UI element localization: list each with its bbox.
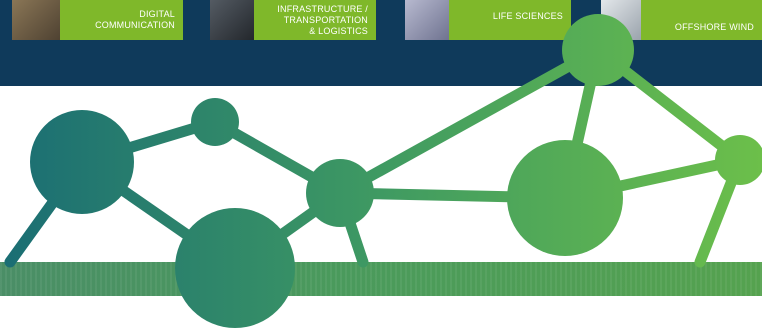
- tile-digital-communication[interactable]: DIGITAL COMMUNICATION: [12, 0, 183, 40]
- footer-band: [0, 262, 762, 296]
- network-node: [30, 110, 134, 214]
- tile-label-box: DIGITAL COMMUNICATION: [60, 0, 183, 40]
- tile-photo: [405, 0, 449, 40]
- tile-label: LIFE SCIENCES: [492, 11, 563, 21]
- network-node: [562, 14, 634, 86]
- network-node: [306, 159, 374, 227]
- tile-label-box: INFRASTRUCTURE / TRANSPORTATION & LOGIST…: [254, 0, 376, 40]
- network-node: [191, 98, 239, 146]
- network-nodes: [30, 14, 762, 328]
- tile-label-box: LIFE SCIENCES: [449, 0, 571, 40]
- network-link: [334, 44, 604, 199]
- tile-photo: [210, 0, 254, 40]
- tile-label: INFRASTRUCTURE / TRANSPORTATION & LOGIST…: [277, 4, 368, 36]
- tile-label: DIGITAL COMMUNICATION: [95, 9, 175, 30]
- tile-life-sciences[interactable]: LIFE SCIENCES: [405, 0, 571, 40]
- network-node: [507, 140, 623, 256]
- network-node: [175, 208, 295, 328]
- tile-label: OFFSHORE WIND: [674, 22, 754, 32]
- tile-infrastructure[interactable]: INFRASTRUCTURE / TRANSPORTATION & LOGIST…: [210, 0, 376, 40]
- network-node: [715, 135, 762, 185]
- tile-photo: [12, 0, 60, 40]
- tile-label-box: OFFSHORE WIND: [641, 0, 762, 40]
